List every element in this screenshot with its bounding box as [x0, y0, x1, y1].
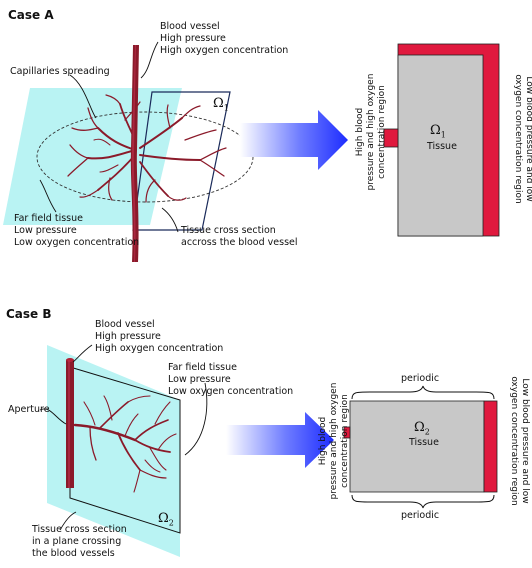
- case-b-arrow: [226, 412, 334, 468]
- case-a-domain-box: [383, 43, 500, 237]
- case-a-leaders: [39, 41, 179, 233]
- case-b-aperture-label: Aperture: [8, 404, 50, 415]
- case-a-cross-section-outline: [132, 91, 231, 231]
- case-b-braces: [351, 385, 495, 509]
- case-a-high-pressure-label: High blood pressure and high oxygen conc…: [355, 73, 387, 191]
- case-b-plane: [47, 345, 180, 557]
- case-a-blood-vessel: [130, 45, 139, 262]
- case-b-tissue-label: Tissue: [409, 437, 439, 448]
- case-a-capillaries-label: Capillaries spreading: [10, 66, 110, 77]
- case-a-cross-section-label: Tissue cross section accross the blood v…: [181, 225, 298, 248]
- case-b-high-pressure-label: High blood pressure and high oxygen conc…: [318, 382, 350, 500]
- case-b-leaders: [39, 344, 208, 531]
- case-b-domain-box: [343, 400, 498, 493]
- case-b-low-pressure-label: Low blood pressure and low oxygen concen…: [509, 376, 530, 506]
- case-b-far-field-label: Far field tissue Low pressure Low oxygen…: [168, 362, 294, 397]
- case-a-omega-box: Ω1: [430, 123, 446, 140]
- case-b-omega-left: Ω2: [158, 511, 174, 528]
- case-a-arrow: [240, 110, 348, 170]
- case-b-capillaries: [73, 395, 177, 493]
- case-a-title: Case A: [8, 8, 54, 22]
- case-b-omega-box: Ω2: [414, 420, 430, 437]
- case-b-blood-vessel-label: Blood vessel High pressure High oxygen c…: [95, 319, 224, 354]
- case-a-omega-left: Ω1: [213, 96, 229, 113]
- case-a-far-field-label: Far field tissue Low pressure Low oxygen…: [14, 213, 140, 248]
- case-b-cross-section-label: Tissue cross section in a plane crossing…: [32, 524, 127, 559]
- case-b-blood-vessel: [66, 358, 74, 488]
- case-b-periodic-top: periodic: [401, 373, 440, 384]
- case-a-blood-vessel-label: Blood vessel High pressure High oxygen c…: [160, 21, 289, 56]
- case-b-title: Case B: [6, 307, 52, 321]
- case-a-tissue-label: Tissue: [427, 141, 457, 152]
- case-b-periodic-bottom: periodic: [401, 510, 440, 521]
- case-a-low-pressure-label: Low blood pressure and low oxygen concen…: [513, 74, 532, 204]
